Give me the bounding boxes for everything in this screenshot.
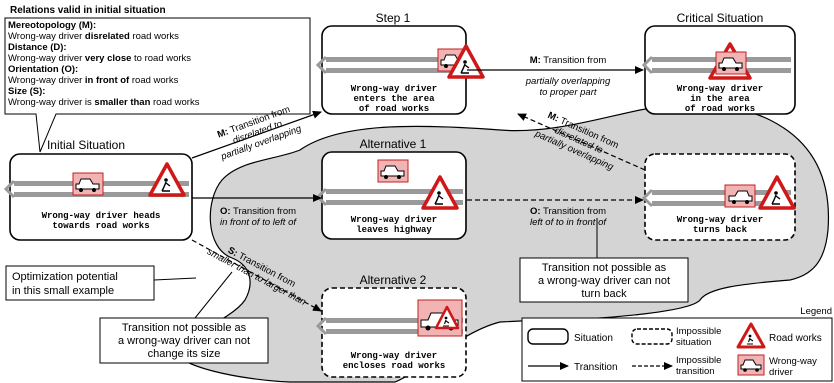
svg-text:in front of to left of: in front of to left of — [220, 217, 297, 228]
title-initial-situation: Initial Situation — [47, 138, 125, 152]
svg-text:turn back: turn back — [581, 288, 627, 300]
svg-text:partially overlapping: partially overlapping — [525, 76, 611, 87]
caption-critical: in the area — [690, 94, 750, 104]
legend-impossible-situation: situation — [676, 337, 711, 348]
legend-title: Legend — [800, 306, 832, 317]
note-no-size-change-pointer — [194, 271, 233, 319]
highway-alternative2 — [315, 316, 463, 336]
title-alternative1: Alternative 1 — [360, 137, 427, 151]
relations-title: Relations valid in initial situation — [10, 5, 166, 16]
legend-situation-symbol — [527, 328, 569, 345]
legend-road-works: Road works — [769, 333, 822, 344]
note-no-size-change-text: Transition not possible as a wrong-way d… — [118, 322, 250, 360]
legend-road-works-icon — [736, 322, 766, 349]
impossible-transition-arrow-turn-critical — [517, 113, 646, 171]
caption-step1: Wrong-way driver — [351, 84, 437, 94]
legend-impossible-situation: Impossible — [676, 326, 721, 337]
legend-situation: Situation — [574, 333, 613, 344]
caption-alternative1: Wrong-way driver — [351, 215, 437, 225]
svg-text:to proper part: to proper part — [539, 87, 596, 98]
relation-label: Distance (D): — [8, 42, 67, 53]
note-no-size-change — [99, 317, 269, 364]
highway-step1 — [315, 55, 463, 75]
caption-alternative2: encloses road works — [343, 361, 446, 371]
transition-label-o1: O: Transition from in front of to left o… — [220, 206, 297, 228]
svg-text:left of to in front of: left of to in front of — [530, 217, 607, 228]
situation-box-turn-back — [644, 153, 796, 241]
road-works-sign-turn-back — [758, 175, 796, 210]
impossible-transition-arrow-initial-alt2 — [191, 239, 322, 312]
caption-critical: Wrong-way driver — [677, 84, 763, 94]
legend-wrong-way-driver-icon — [737, 354, 765, 376]
caption-initial: towards road works — [52, 221, 149, 231]
highway-turn-back — [641, 188, 791, 208]
note-optimization-potential — [5, 265, 155, 301]
caption-turn-back: Wrong-way driver — [677, 215, 763, 225]
title-critical-situation: Critical Situation — [677, 11, 764, 25]
relations-callout — [4, 17, 311, 153]
relation-text: Wrong-way driver in front of road works — [8, 75, 179, 86]
svg-text:Optimization potential: Optimization potential — [12, 271, 118, 283]
svg-text:O: Transition from: O: Transition from — [530, 206, 606, 217]
relation-text: Wrong-way driver is smaller than road wo… — [8, 97, 200, 108]
legend-impossible-transition: transition — [676, 366, 715, 377]
relation-text: Wrong-way driver very close to road work… — [8, 53, 191, 64]
svg-text:in this small example: in this small example — [12, 285, 114, 297]
note-no-turn-back — [519, 257, 689, 303]
relation-label: Orientation (O): — [8, 64, 78, 75]
legend-impossible-situation-symbol — [631, 328, 673, 345]
svg-text:a wrong-way driver can not: a wrong-way driver can not — [118, 335, 250, 347]
wrong-way-driver-critical — [715, 51, 747, 75]
svg-text:a wrong-way driver can not: a wrong-way driver can not — [538, 275, 670, 287]
caption-turn-back: turns back — [693, 225, 748, 235]
transition-arrow-initial-step1 — [191, 110, 322, 159]
situation-box-alternative1 — [321, 151, 467, 240]
relation-text: Wrong-way driver disrelated road works — [8, 31, 179, 42]
svg-text:O: Transition from: O: Transition from — [220, 206, 296, 217]
legend-wrong-way-driver: Wrong-way — [769, 356, 817, 367]
caption-step1: of road works — [359, 104, 429, 114]
wrong-way-driver-alternative1 — [377, 159, 409, 183]
road-works-sign-alternative2 — [434, 305, 460, 330]
legend-transition: Transition — [574, 362, 618, 373]
caption-step1: enters the area — [353, 94, 435, 104]
note-optimization-text: Optimization potential in this small exa… — [12, 271, 118, 297]
relation-label: Size (S): — [8, 86, 45, 97]
caption-critical: of road works — [685, 104, 755, 114]
svg-text:change its size: change its size — [148, 348, 221, 360]
svg-text:Transition not possible as: Transition not possible as — [122, 322, 247, 334]
note-no-turn-back-text: Transition not possible as a wrong-way d… — [538, 262, 670, 300]
note-optimization-pointer — [153, 277, 197, 281]
wrong-way-driver-initial — [72, 172, 104, 196]
relations-list: Mereotopology (M): Wrong-way driver disr… — [8, 20, 200, 108]
relation-label: Mereotopology (M): — [8, 20, 96, 31]
title-alternative2: Alternative 2 — [360, 273, 427, 287]
transition-label-o2: O: Transition from left of to in front o… — [530, 206, 607, 228]
legend-box — [521, 317, 833, 382]
caption-alternative2: Wrong-way driver — [351, 351, 437, 361]
caption-alternative1: leaves highway — [356, 225, 432, 235]
wrong-way-driver-turn-back — [724, 184, 756, 208]
road-works-sign-initial — [148, 162, 186, 197]
transition-label-m2: M: Transition from partially overlapping… — [525, 55, 611, 98]
svg-text:Transition not possible as: Transition not possible as — [542, 262, 667, 274]
road-works-sign-step1 — [447, 44, 485, 79]
svg-text:M: Transition from: M: Transition from — [530, 55, 607, 66]
title-step1: Step 1 — [376, 11, 411, 25]
legend-impossible-transition: Impossible — [676, 355, 721, 366]
road-works-sign-alternative1 — [421, 175, 459, 210]
caption-initial: Wrong-way driver heads — [42, 211, 161, 221]
legend-wrong-way-driver: driver — [769, 367, 793, 378]
